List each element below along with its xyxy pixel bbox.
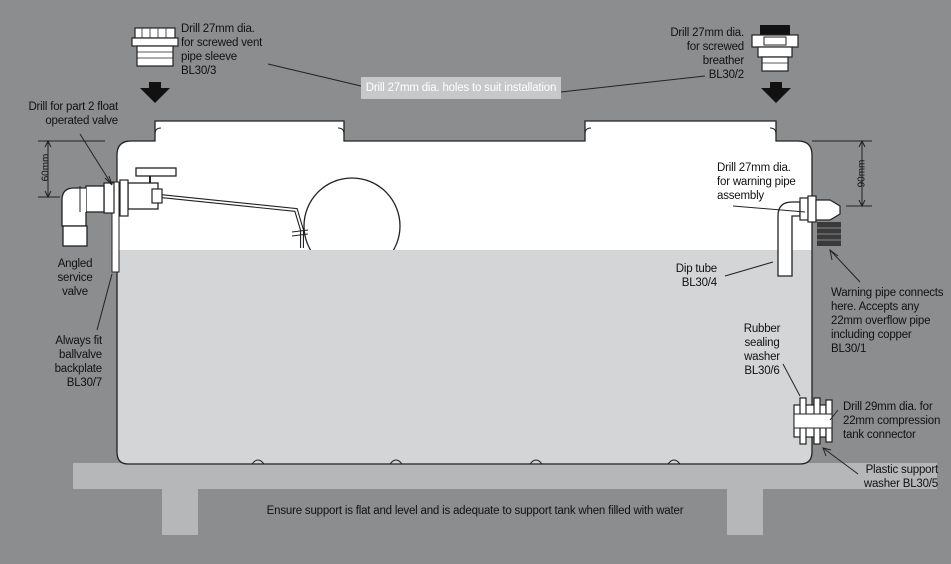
backplate-label: Always fit ballvalve backplate BL30/7 — [54, 335, 103, 389]
float-valve-assembly — [127, 167, 404, 280]
compression-label: Drill 29mm dia. for 22mm compression tan… — [843, 401, 941, 441]
compression-connector — [793, 397, 833, 445]
dimension-right — [812, 139, 872, 208]
float-valve-label: Drill for part 2 float operated valve — [28, 101, 118, 127]
angled-valve-label: Angled service valve — [57, 258, 93, 298]
support-platform — [73, 463, 937, 535]
water-level — [117, 250, 812, 464]
tank — [116, 120, 813, 465]
dimension-left — [38, 139, 105, 199]
breather-label: Drill 27mm dia. for screwed breather BL3… — [670, 27, 744, 81]
dimension-left-label: 60mm — [40, 153, 52, 182]
support-note: Ensure support is flat and level and is … — [266, 505, 684, 517]
dimension-right-label: 90mm — [856, 159, 868, 188]
plastic-washer-label: Plastic support washer BL30/5 — [863, 464, 938, 490]
vent-sleeve-fitting — [131, 27, 179, 103]
dip-tube-label: Dip tube BL30/4 — [675, 263, 717, 289]
leader-lines — [79, 63, 861, 475]
warning-connects-label: Warning pipe connects here. Accepts any … — [831, 287, 944, 355]
breather-fitting — [751, 25, 799, 103]
drill-banner: Drill 27mm dia. holes to suit installati… — [361, 77, 561, 99]
warning-pipe-label: Drill 27mm dia. for warning pipe assembl… — [717, 162, 796, 202]
vent-sleeve-label: Drill 27mm dia. for screwed vent pipe sl… — [181, 23, 263, 77]
angled-service-valve — [61, 179, 129, 273]
rubber-washer-label: Rubber sealing washer BL30/6 — [743, 323, 781, 377]
warning-pipe-assembly — [777, 195, 841, 277]
